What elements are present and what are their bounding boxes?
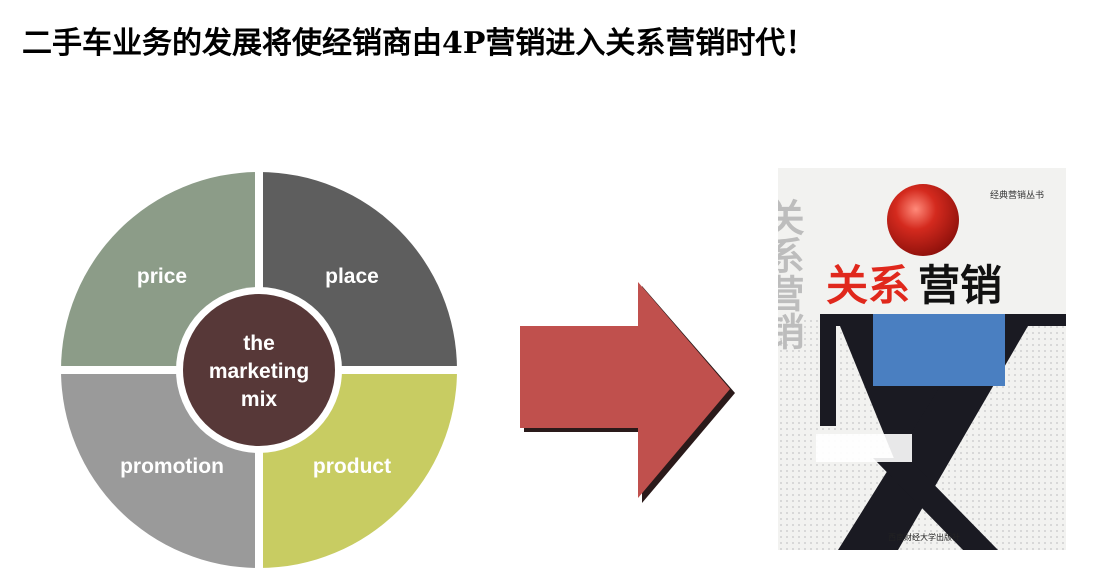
label-promotion: promotion <box>120 455 224 478</box>
book-publisher: 西南财经大学出版社 <box>888 532 960 542</box>
book-title-red: 关系 <box>826 261 910 310</box>
right-arrow-icon <box>520 282 730 498</box>
book-title-black: 营销 <box>918 261 1002 310</box>
center-circle <box>183 294 335 446</box>
center-text-1: the <box>243 332 275 355</box>
center-text-3: mix <box>241 388 278 411</box>
book-cover-art: 关系营销 经典营销丛书 关系 营销 西南财经大学出版社 <box>778 184 1066 550</box>
center-text-2: marketing <box>209 360 309 383</box>
book-series: 经典营销丛书 <box>990 189 1044 201</box>
red-ball <box>887 184 959 256</box>
label-place: place <box>325 265 379 288</box>
label-product: product <box>313 455 391 478</box>
label-price: price <box>137 265 187 288</box>
book-side-text: 关系营销 <box>778 198 804 350</box>
book-cover: 关系营销 经典营销丛书 关系 营销 西南财经大学出版社 <box>778 168 1066 550</box>
blue-block <box>873 314 1005 386</box>
slide-title: 二手车业务的发展将使经销商由4P营销进入关系营销时代！ <box>22 26 816 61</box>
